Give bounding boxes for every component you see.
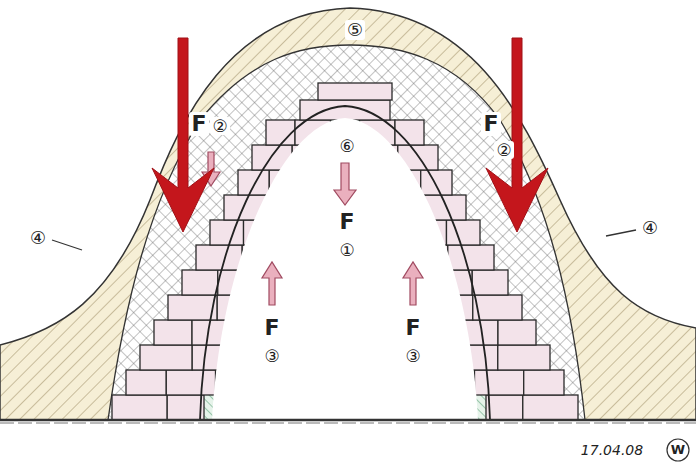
stone-block	[473, 295, 522, 320]
force-label: F	[481, 112, 500, 136]
stone-block	[300, 100, 390, 120]
force-arrow	[334, 163, 356, 205]
stone-block	[126, 370, 166, 395]
vault-interior	[212, 118, 478, 420]
load-arrow	[152, 38, 214, 232]
force-label: F	[403, 316, 422, 340]
callout-number: ⑤	[345, 20, 365, 40]
stone-block	[238, 170, 269, 195]
stone-block	[182, 270, 218, 295]
force-label: F	[189, 112, 208, 136]
signature: W	[669, 443, 687, 457]
callout-number: ④	[640, 218, 660, 238]
stone-block	[140, 345, 192, 370]
stone-block	[112, 395, 167, 420]
stone-block	[168, 295, 217, 320]
stone-block	[318, 83, 392, 100]
force-arrow	[403, 262, 423, 305]
force-label: F	[262, 316, 281, 340]
force-arrow	[262, 262, 282, 305]
signature-ring	[667, 439, 689, 461]
stone-block	[523, 395, 578, 420]
stone-block	[421, 170, 452, 195]
callout-number: ②	[494, 141, 513, 160]
ground-line	[0, 423, 696, 424]
callout-number: ②	[210, 117, 229, 136]
force-label: F	[337, 210, 356, 234]
arch-curve	[200, 106, 490, 420]
ground-line	[0, 419, 696, 422]
stone-block	[472, 270, 508, 295]
stone-block	[475, 370, 524, 395]
stone-block	[498, 345, 550, 370]
stone-block	[167, 395, 204, 420]
leader-line	[52, 240, 82, 250]
callout-number: ③	[403, 347, 422, 366]
stone-block	[448, 245, 494, 270]
gap-hatch	[200, 106, 490, 420]
stone-block	[210, 220, 244, 245]
date-note: 17.04.08	[579, 443, 645, 458]
stone-block	[196, 245, 242, 270]
leader-line	[606, 230, 636, 236]
callout-number: ③	[262, 347, 281, 366]
callout-number: ①	[337, 241, 356, 260]
stone-block	[154, 320, 192, 345]
stone-block	[498, 320, 536, 345]
stone-block	[446, 220, 480, 245]
soil-mound	[0, 8, 696, 420]
callout-number: ④	[28, 228, 48, 248]
stone-block	[524, 370, 564, 395]
callout-number: ⑥	[337, 137, 356, 156]
stone-block	[486, 395, 523, 420]
stone-block	[166, 370, 215, 395]
